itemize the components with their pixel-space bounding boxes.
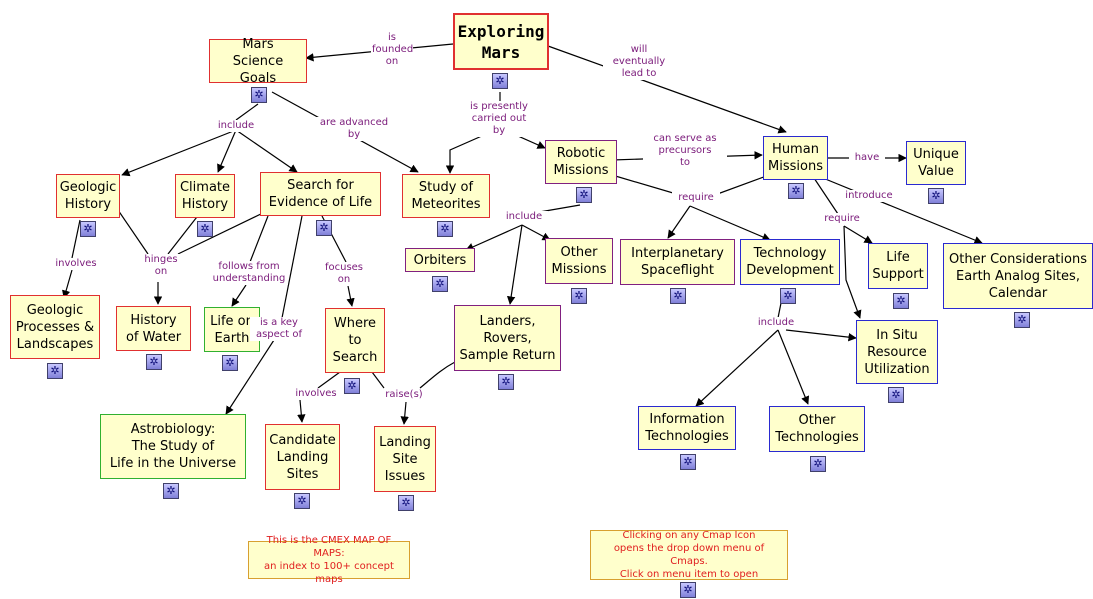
cmap-icon[interactable]: ✲ (316, 220, 332, 236)
cmap-icon[interactable]: ✲ (344, 378, 360, 394)
note-map-of-maps: This is the CMEX MAP OF MAPS: an index t… (248, 535, 410, 585)
cmap-icon[interactable]: ✲ (294, 493, 310, 509)
link-label-involves-where: involves (290, 388, 342, 400)
cmap-icon[interactable]: ✲ (222, 355, 238, 371)
link-label-include-goals: include (212, 120, 260, 132)
concept-human-missions[interactable]: Human Missions (763, 136, 828, 180)
concept-candidate-landing-sites[interactable]: Candidate Landing Sites (265, 424, 340, 490)
concept-landing-site-issues[interactable]: Landing Site Issues (374, 426, 436, 492)
cmap-icon[interactable]: ✲ (810, 456, 826, 472)
link-label-require-human: require (818, 213, 866, 225)
concept-interplanetary-spaceflight[interactable]: Interplanetary Spaceflight (620, 239, 735, 285)
cmap-icon[interactable]: ✲ (1014, 312, 1030, 328)
cmap-icon[interactable]: ✲ (251, 87, 267, 103)
concept-where-to-search[interactable]: Where to Search (325, 308, 385, 373)
concept-geologic-processes-landscapes[interactable]: Geologic Processes & Landscapes (10, 295, 100, 359)
note-instructions: Clicking on any Cmap Icon opens the drop… (590, 530, 788, 580)
cmap-icon[interactable]: ✲ (680, 582, 696, 598)
link-label-focuses-on: focuses on (318, 262, 370, 286)
cmap-icon[interactable]: ✲ (398, 495, 414, 511)
concept-in-situ-resource-utilization[interactable]: In Situ Resource Utilization (856, 320, 938, 384)
link-label-include-tech: include (752, 317, 800, 329)
link-label-raises: raise(s) (378, 389, 430, 401)
cmap-icon[interactable]: ✲ (576, 187, 592, 203)
cmap-icon[interactable]: ✲ (680, 454, 696, 470)
concept-other-considerations[interactable]: Other Considerations Earth Analog Sites,… (943, 243, 1093, 309)
link-label-require-robotic: require (672, 192, 720, 204)
link-label-can-serve-as-precursors: can serve as precursors to (643, 133, 727, 169)
cmap-icon[interactable]: ✲ (670, 288, 686, 304)
concept-climate-history[interactable]: Climate History (175, 174, 235, 218)
cmap-icon[interactable]: ✲ (888, 387, 904, 403)
cmap-icon[interactable]: ✲ (893, 293, 909, 309)
cmap-icon[interactable]: ✲ (780, 288, 796, 304)
cmap-icon[interactable]: ✲ (571, 288, 587, 304)
link-label-will-eventually-lead-to: will eventually lead to (603, 44, 675, 80)
cmap-icon[interactable]: ✲ (498, 374, 514, 390)
cmap-icon[interactable]: ✲ (788, 183, 804, 199)
link-label-are-advanced-by: are advanced by (312, 117, 396, 141)
link-label-introduce: introduce (840, 190, 898, 202)
concept-geologic-history[interactable]: Geologic History (56, 174, 120, 218)
link-label-involves-geologic: involves (50, 258, 102, 270)
cmap-icon[interactable]: ✲ (432, 276, 448, 292)
link-label-have: have (849, 152, 885, 164)
concept-mars-science-goals[interactable]: Mars Science Goals (209, 37, 307, 86)
concept-robotic-missions[interactable]: Robotic Missions (545, 140, 617, 184)
cmap-icon[interactable]: ✲ (197, 221, 213, 237)
cmap-icon[interactable]: ✲ (492, 73, 508, 89)
concept-unique-value[interactable]: Unique Value (906, 141, 966, 185)
concept-exploring-mars[interactable]: Exploring Mars (453, 13, 549, 70)
link-label-hinges-on: hinges on (142, 254, 180, 278)
cmap-icon[interactable]: ✲ (80, 221, 96, 237)
concept-technology-development[interactable]: Technology Development (740, 239, 840, 285)
concept-landers-rovers-sample-return[interactable]: Landers, Rovers, Sample Return (454, 305, 561, 371)
cmap-icon[interactable]: ✲ (163, 483, 179, 499)
concept-search-for-evidence-of-life[interactable]: Search for Evidence of Life (260, 172, 381, 216)
concept-astrobiology[interactable]: Astrobiology: The Study of Life in the U… (100, 414, 246, 479)
link-label-is-presently-carried-out-by: is presently carried out by (462, 101, 536, 137)
cmap-icon[interactable]: ✲ (47, 363, 63, 379)
concept-history-of-water[interactable]: History of Water (116, 306, 191, 351)
concept-information-technologies[interactable]: Information Technologies (638, 406, 736, 450)
link-label-is-a-key-aspect-of: is a key aspect of (250, 317, 308, 341)
concept-other-missions[interactable]: Other Missions (545, 238, 613, 284)
cmap-icon[interactable]: ✲ (437, 221, 453, 237)
link-label-follows-from-understanding: follows from understanding (210, 261, 288, 285)
concept-study-of-meteorites[interactable]: Study of Meteorites (402, 174, 490, 218)
concept-other-technologies[interactable]: Other Technologies (769, 406, 865, 452)
cmap-icon[interactable]: ✲ (928, 188, 944, 204)
cmap-icon[interactable]: ✲ (146, 354, 162, 370)
concept-orbiters[interactable]: Orbiters (405, 248, 475, 272)
link-label-include-robotic: include (500, 211, 548, 223)
concept-life-support[interactable]: Life Support (868, 243, 928, 289)
link-label-is-founded-on: is founded on (371, 32, 414, 68)
